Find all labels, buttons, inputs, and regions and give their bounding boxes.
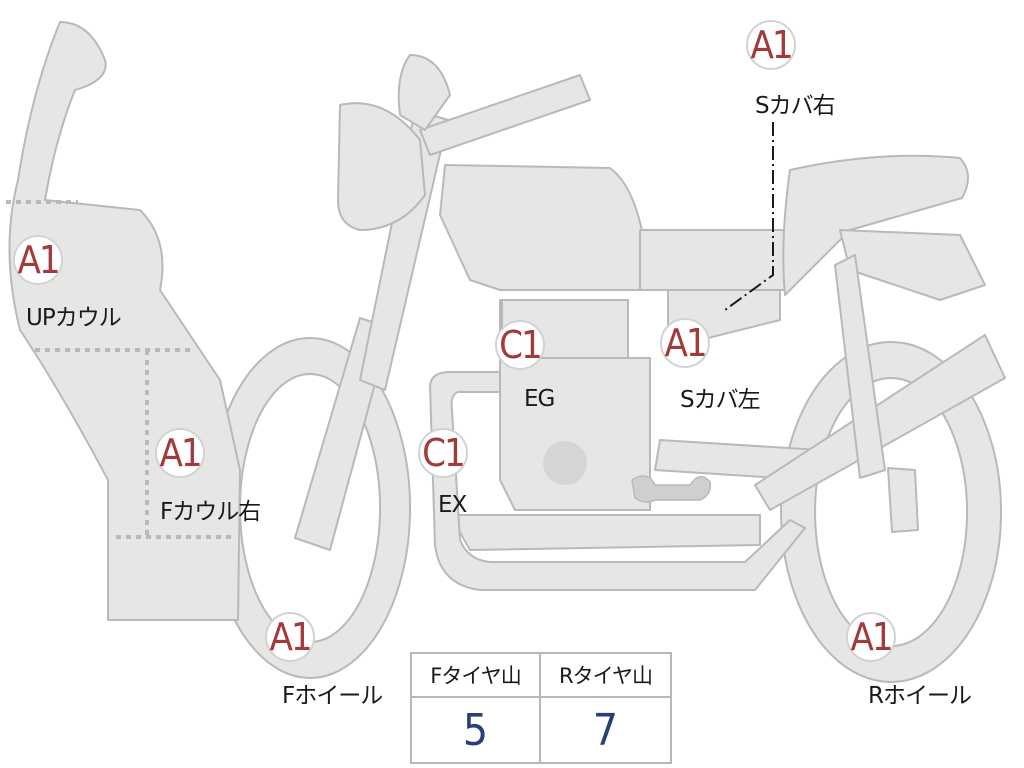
fuel-tank: [439, 164, 649, 291]
frame-down-tube: [359, 109, 449, 391]
label-exhaust: EX: [438, 492, 467, 518]
handlebar: [419, 74, 591, 156]
rank-badge-side-cover-right: A1: [746, 20, 796, 70]
front-tire-tread-header: Fタイヤ山: [412, 654, 541, 698]
rear-frame: [639, 229, 791, 291]
rear-strut: [834, 254, 886, 479]
tire-tread-table: Fタイヤ山 Rタイヤ山 5 7: [410, 652, 672, 764]
label-f-wheel: Fホイール: [282, 683, 383, 709]
rank-badge-f-cowl-right: A1: [155, 428, 205, 478]
label-side-cover-left: Sカバ左: [680, 387, 761, 413]
rear-tire-tread-header: Rタイヤ山: [541, 654, 670, 698]
rear-rack: [754, 334, 1006, 511]
engine-case: [543, 441, 587, 485]
label-r-wheel: Rホイール: [868, 683, 972, 709]
rank-badge-r-wheel: A1: [846, 612, 896, 662]
label-engine: EG: [524, 386, 555, 412]
rank-badge-f-wheel: A1: [265, 612, 315, 662]
tail-cowl: [839, 229, 986, 301]
rear-fender: [887, 467, 919, 533]
front-tire-tread-value: 5: [412, 698, 541, 762]
label-f-cowl-right: Fカウル右: [160, 499, 261, 525]
label-side-cover-right: Sカバ右: [755, 93, 836, 119]
label-up-cowl: UPカウル: [26, 305, 122, 331]
leader-line-side-cover-right: [724, 122, 774, 311]
headlight: [337, 102, 426, 231]
mirror: [397, 54, 451, 131]
lower-frame-rail: [449, 514, 761, 551]
seat: [782, 154, 969, 296]
rank-badge-side-cover-left: A1: [660, 318, 710, 368]
footpeg: [631, 475, 712, 503]
rank-badge-engine: C1: [495, 320, 545, 370]
rank-badge-exhaust: C1: [418, 428, 468, 478]
exhaust-pipe: [429, 371, 806, 591]
rank-badge-up-cowl: A1: [13, 235, 63, 285]
rear-tire-tread-value: 7: [592, 704, 619, 756]
